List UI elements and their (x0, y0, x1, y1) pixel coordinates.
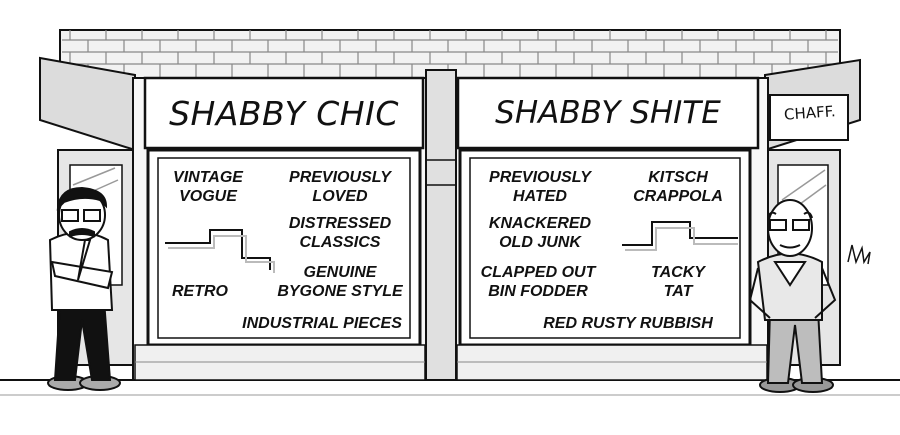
right-window (458, 148, 752, 347)
left-sign-board (143, 76, 425, 150)
left-awning (39, 56, 136, 152)
label-retro: RETRO (172, 283, 228, 300)
right-shop-sign: SHABBY SHITE (495, 95, 721, 131)
chaff-sign: CHAFF. (783, 102, 837, 124)
label-red-rusty-rubbish: RED RUSTY RUBBISH (543, 315, 713, 332)
left-shop-sign: SHABBY CHIC (169, 93, 399, 133)
right-man (748, 199, 837, 393)
left-man (47, 186, 121, 391)
label-industrial-pieces: INDUSTRIAL PIECES (242, 315, 402, 332)
right-sign-board (456, 76, 760, 150)
